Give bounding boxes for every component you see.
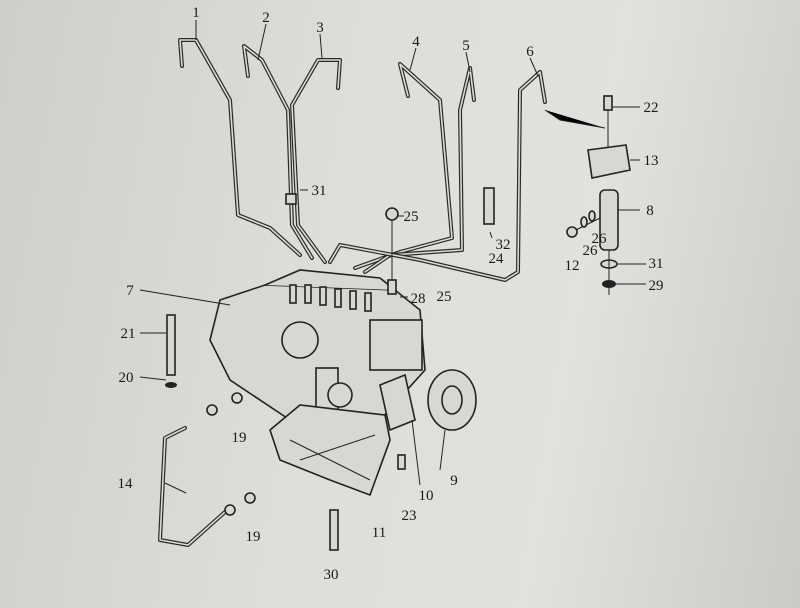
part-label-22: 22 [644,100,659,116]
part-label-24: 24 [489,251,505,267]
part-label-20: 20 [119,370,134,386]
part-label-25-bottom: 25 [437,289,452,305]
part-label-19-upper: 19 [232,430,247,446]
part-label-29: 29 [649,278,664,294]
part-number-labels: 1 2 3 4 5 6 22 13 8 12 26 26 31 29 25 32… [118,5,664,583]
part-label-10: 10 [419,488,434,504]
part-label-9: 9 [450,473,458,489]
part-label-14: 14 [118,476,134,492]
part-label-23: 23 [402,508,417,524]
part-label-5: 5 [462,38,470,54]
part-label-26b: 26 [592,231,608,247]
injection-pump [209,269,477,551]
part-label-28: 28 [411,291,426,307]
part-label-31-clamp: 31 [312,183,327,199]
part-label-1: 1 [192,5,200,21]
return-line [158,193,399,547]
injector-assembly [483,95,631,295]
part-label-6: 6 [526,44,534,60]
part-label-13: 13 [644,153,659,169]
part-label-19-lower: 19 [246,529,261,545]
part-label-26a: 26 [583,243,599,259]
part-label-12: 12 [565,258,580,274]
injection-pipes [178,38,606,282]
part-label-4: 4 [412,34,420,50]
part-label-8: 8 [646,203,654,219]
part-label-2: 2 [262,10,270,26]
part-label-21: 21 [121,326,136,342]
part-label-31-injector: 31 [649,256,664,272]
part-label-7: 7 [126,283,134,299]
part-label-25-top: 25 [404,209,419,225]
part-label-3: 3 [316,20,324,36]
leader-lines [139,20,646,494]
part-label-11: 11 [372,525,386,541]
part-label-32: 32 [496,237,511,253]
part-label-30: 30 [324,567,339,583]
